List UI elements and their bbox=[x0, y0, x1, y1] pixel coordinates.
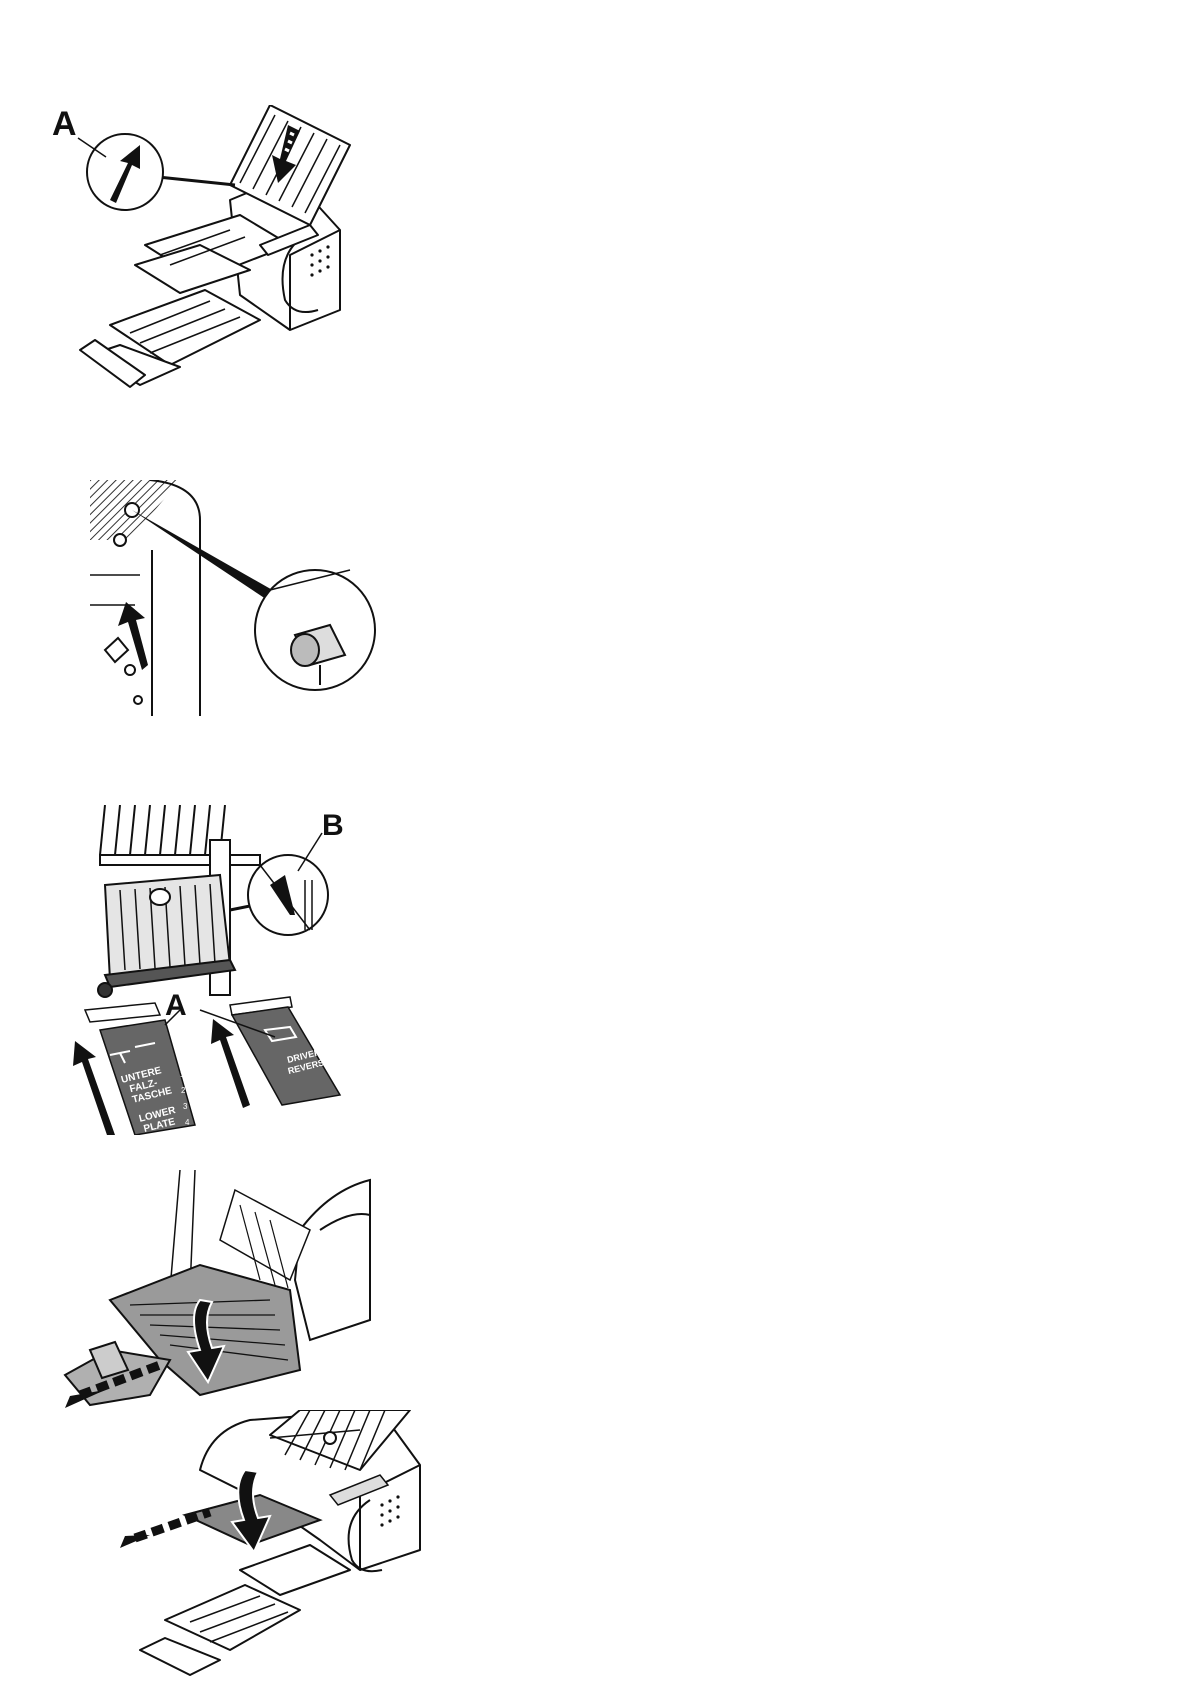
detail-magnifier-a bbox=[87, 134, 235, 210]
dashed-pull-arrow-icon bbox=[120, 1512, 210, 1548]
svg-text:4: 4 bbox=[185, 1118, 190, 1127]
up-arrow-icon bbox=[118, 602, 148, 670]
callout-label: B bbox=[322, 809, 344, 842]
detail-magnifier-b bbox=[230, 855, 328, 935]
figure-5-folder-assembly bbox=[120, 1410, 440, 1680]
callout-label: A bbox=[52, 105, 77, 143]
svg-text:1: 1 bbox=[180, 1070, 185, 1079]
detail-magnifier-knob bbox=[255, 570, 375, 690]
svg-text:3: 3 bbox=[183, 1102, 188, 1111]
figure-1-folder-overview: A bbox=[50, 105, 380, 415]
svg-text:2: 2 bbox=[181, 1086, 186, 1095]
figure-3-fold-plates: B UNTERE FALZ- TASCHE LOWER PLATE 1 2 3 … bbox=[60, 805, 400, 1135]
figure-4-output-tray bbox=[60, 1170, 380, 1410]
figure-2-side-knob bbox=[90, 480, 420, 720]
callout-label: A bbox=[165, 989, 187, 1022]
